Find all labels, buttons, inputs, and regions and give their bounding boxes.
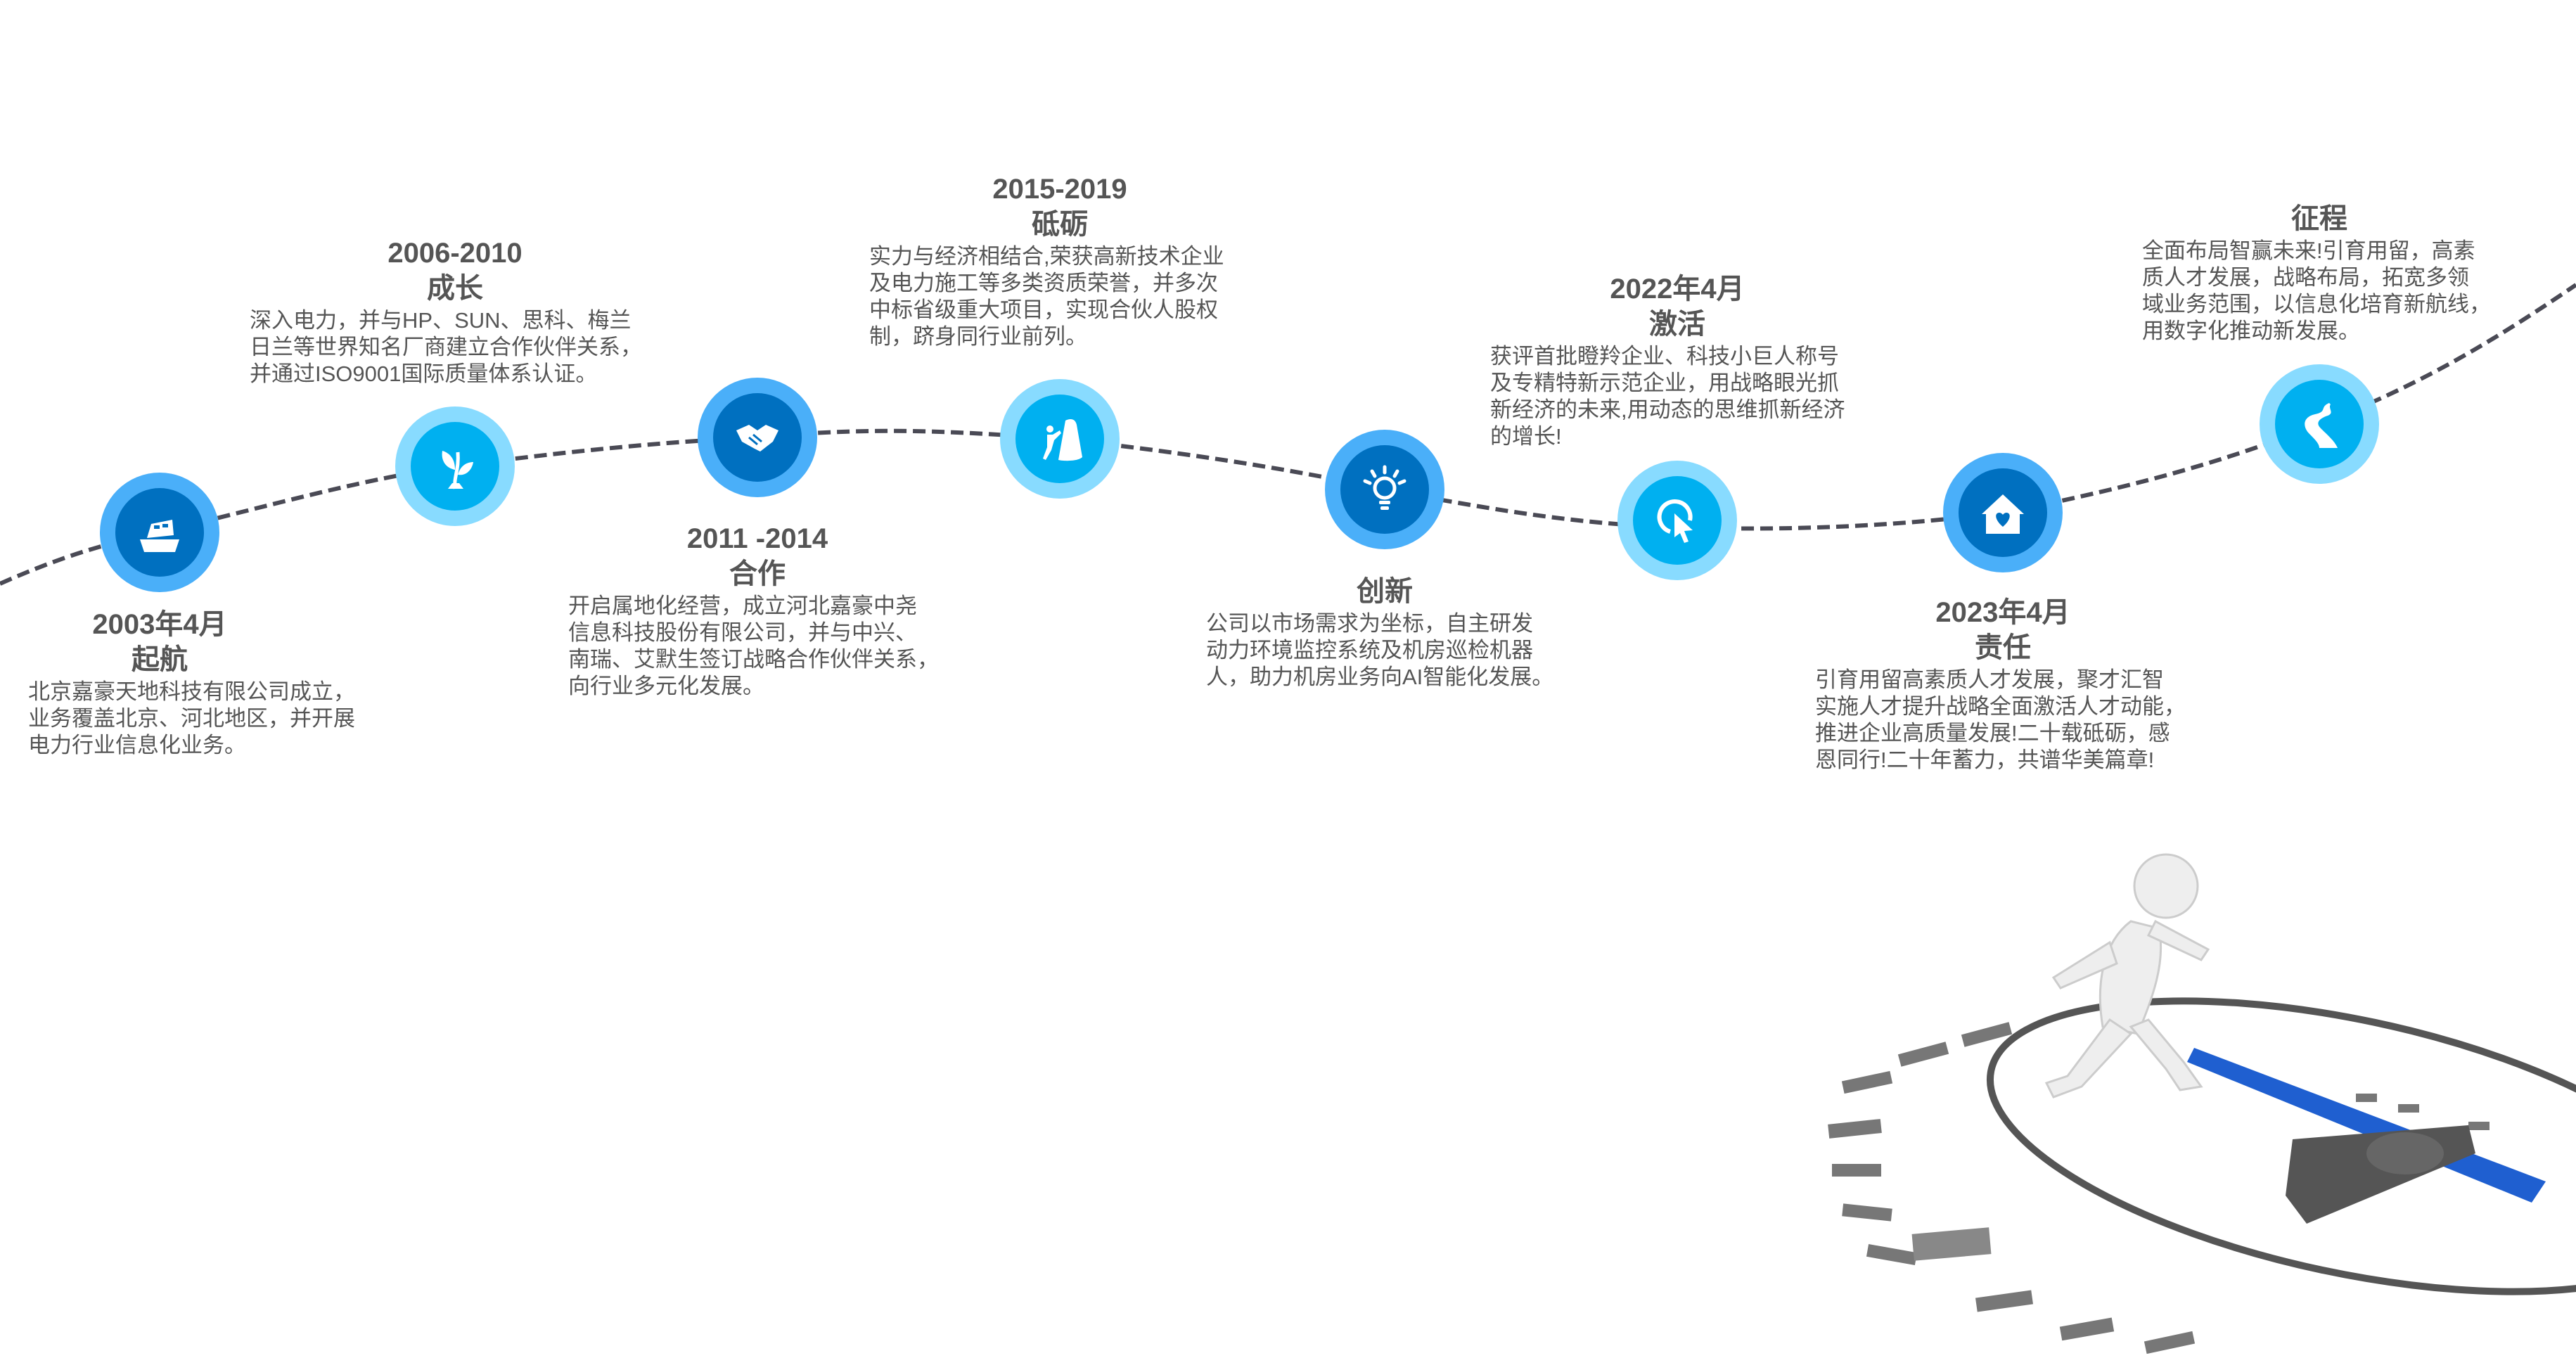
runner-on-clock-illustration — [1828, 853, 2576, 1354]
description-line: 新经济的未来,用动态的思维抓新经济 — [1490, 397, 1845, 422]
clock-center-cap — [2366, 1132, 2444, 1174]
milestone-title: 责任 — [1975, 632, 2031, 663]
milestone-heading: 2006-2010 成长 — [244, 236, 666, 306]
milestone-title: 合作 — [729, 558, 786, 589]
description-line: 中标省级重大项目，实现合伙人股权 — [869, 297, 1218, 322]
milestone-heading: 征程 — [2108, 201, 2530, 236]
milestone-node-3 — [698, 378, 817, 497]
milestone-description: 开启属地化经营，成立河北嘉豪中尧信息科技股份有限公司，并与中兴、南瑞、艾默生签订… — [568, 593, 939, 700]
milestone-title: 成长 — [427, 273, 483, 304]
milestone-heading: 创新 — [1174, 574, 1596, 609]
description-line: 获评首批瞪羚企业、科技小巨人称号 — [1490, 344, 1839, 369]
milestone-node-4 — [1000, 379, 1120, 499]
milestone-heading: 2011 -2014 合作 — [546, 521, 968, 591]
clock-tick-marks — [1828, 1022, 2490, 1354]
description-line: 恩同行!二十年蓄力，共谱华美篇章! — [1815, 748, 2155, 772]
milestone-year: 2015-2019 — [992, 174, 1127, 205]
description-line: 及专精特新示范企业，用战略眼光抓 — [1490, 371, 1839, 395]
description-line: 开启属地化经营，成立河北嘉豪中尧 — [568, 594, 917, 618]
description-line: 质人才发展，战略布局，拓宽多领 — [2142, 265, 2469, 290]
milestone-title: 创新 — [1357, 576, 1413, 607]
description-line: 信息科技股份有限公司，并与中兴、 — [568, 620, 917, 645]
description-line: 及电力施工等多类资质荣誉，并多次 — [869, 271, 1218, 295]
milestone-description: 获评首批瞪羚企业、科技小巨人称号及专精特新示范企业，用战略眼光抓新经济的未来,用… — [1490, 343, 1845, 450]
description-line: 引育用留高素质人才发展，聚才汇智 — [1815, 667, 2164, 692]
ship-icon — [115, 488, 204, 577]
milestone-heading: 2015-2019 砥砺 — [849, 172, 1271, 242]
milestone-title: 砥砺 — [1032, 209, 1088, 240]
description-line: 的增长! — [1490, 424, 1562, 449]
description-line: 全面布局智赢未来!引育用留，高素 — [2142, 238, 2475, 263]
milestone-heading: 2023年4月责任 — [1792, 595, 2214, 665]
description-line: 并通过ISO9001国际质量体系认证。 — [250, 361, 598, 386]
description-line: 域业务范围，以信息化培育新航线， — [2142, 292, 2491, 316]
milestone-description: 北京嘉豪天地科技有限公司成立，业务覆盖北京、河北地区，并开展电力行业信息化业务。 — [28, 679, 355, 759]
milestone-node-7 — [1943, 453, 2063, 572]
milestone-title: 起航 — [132, 644, 188, 675]
milestone-year: 2006-2010 — [387, 238, 523, 269]
description-line: 深入电力，并与HP、SUN、思科、梅兰 — [250, 308, 632, 333]
description-line: 南瑞、艾默生签订战略合作伙伴关系， — [568, 647, 939, 672]
milestone-description: 全面布局智赢未来!引育用留，高素质人才发展，战略布局，拓宽多领域业务范围，以信息… — [2142, 238, 2491, 345]
milestone-heading: 2022年4月激活 — [1466, 271, 1888, 342]
milestone-description: 公司以市场需求为坐标，自主研发动力环境监控系统及机房巡检机器人，助力机房业务向A… — [1206, 610, 1553, 691]
milestone-year: 2011 -2014 — [686, 523, 828, 554]
handshake-icon — [713, 393, 802, 482]
milestone-description: 深入电力，并与HP、SUN、思科、梅兰日兰等世界知名厂商建立合作伙伴关系，并通过… — [250, 307, 642, 387]
milestone-node-1 — [100, 473, 219, 592]
description-line: 实力与经济相结合,荣获高新技术企业 — [869, 244, 1224, 269]
milestone-description: 引育用留高素质人才发展，聚才汇智实施人才提升战略全面激活人才动能，推进企业高质量… — [1815, 667, 2186, 774]
milestone-year: 2023年4月 — [1935, 597, 2070, 628]
description-line: 推进企业高质量发展!二十载砥砺，感 — [1815, 721, 2170, 745]
description-line: 实施人才提升战略全面激活人才动能， — [1815, 694, 2186, 719]
description-line: 电力行业信息化业务。 — [28, 733, 246, 757]
cursor-click-icon — [1633, 476, 1722, 565]
milestone-title: 征程 — [2291, 203, 2347, 234]
milestone-node-5 — [1325, 430, 1444, 549]
description-line: 动力环境监控系统及机房巡检机器 — [1206, 638, 1533, 662]
milestone-year: 2003年4月 — [92, 609, 227, 640]
description-line: 业务覆盖北京、河北地区，并开展 — [28, 706, 355, 731]
description-line: 制，跻身同行业前列。 — [869, 324, 1087, 349]
milestone-title: 激活 — [1649, 309, 1705, 340]
clock-minute-hand — [2187, 1048, 2546, 1203]
milestone-node-6 — [1617, 461, 1737, 580]
sprout-icon — [411, 422, 499, 511]
description-line: 用数字化推动新发展。 — [2142, 319, 2360, 343]
description-line: 日兰等世界知名厂商建立合作伙伴关系， — [250, 335, 642, 359]
milestone-node-8 — [2260, 364, 2379, 484]
milestone-node-2 — [395, 406, 515, 526]
climber-icon — [1015, 395, 1104, 483]
milestone-year: 2022年4月 — [1610, 274, 1745, 305]
house-heart-icon — [1959, 468, 2047, 557]
milestone-heading: 2003年4月起航 — [0, 607, 371, 677]
running-figure — [2044, 853, 2210, 1098]
description-line: 北京嘉豪天地科技有限公司成立， — [28, 679, 355, 704]
description-line: 向行业多元化发展。 — [568, 674, 764, 698]
road-icon — [2275, 380, 2364, 468]
description-line: 人，助力机房业务向AI智能化发展。 — [1206, 665, 1554, 689]
milestone-description: 实力与经济相结合,荣获高新技术企业及电力施工等多类资质荣誉，并多次中标省级重大项… — [869, 243, 1224, 350]
description-line: 公司以市场需求为坐标，自主研发 — [1206, 611, 1533, 636]
lightbulb-icon — [1340, 445, 1429, 534]
